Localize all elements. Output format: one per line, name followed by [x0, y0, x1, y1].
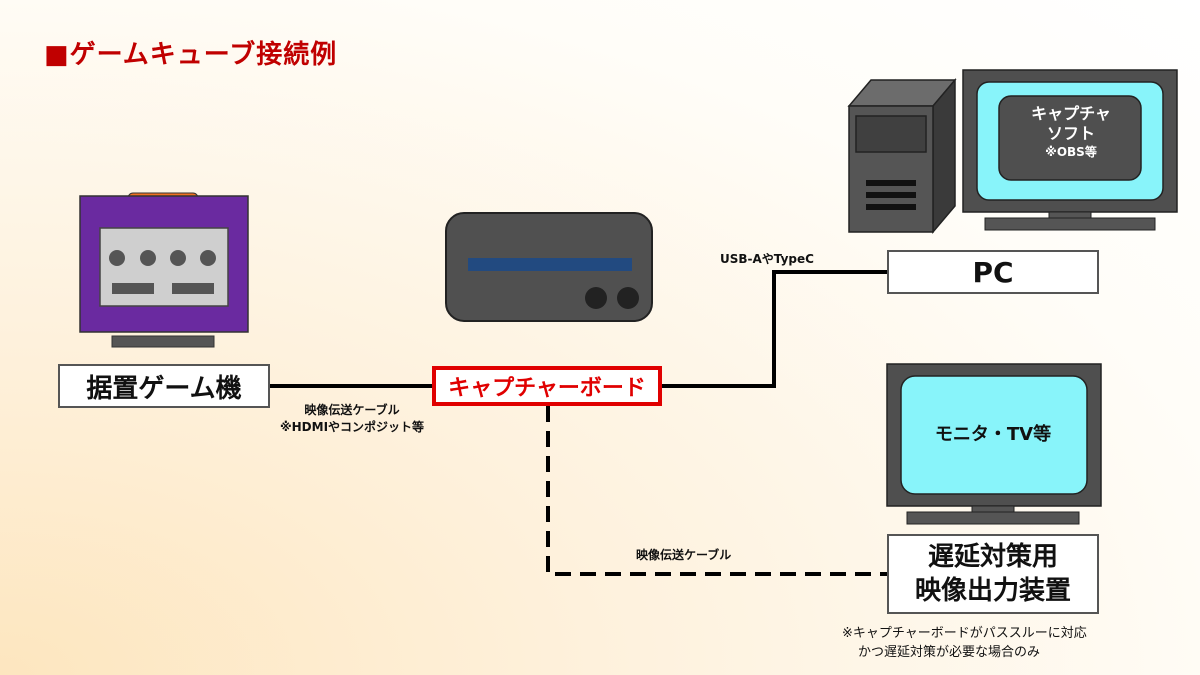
gamecube-console-icon [79, 192, 249, 348]
console-cable-label: 映像伝送ケーブル ※HDMIやコンポジット等 [272, 402, 432, 436]
pc-screen-text: キャプチャ ソフト ※OBS等 [1000, 104, 1142, 160]
footnote-line1: ※キャプチャーボードがパススルーに対応 [842, 626, 1087, 641]
pc-label: PC [972, 255, 1014, 289]
pc-screen-line3: ※OBS等 [1045, 145, 1097, 159]
output-device-label-box: 遅延対策用 映像出力装置 [887, 534, 1099, 614]
capture-board-label-box: キャプチャーボード [432, 366, 662, 406]
output-device-label-line1: 遅延対策用 [927, 542, 1058, 572]
footnote: ※キャプチャーボードがパススルーに対応 かつ遅延対策が必要な場合のみ [842, 624, 1087, 662]
pc-screen-line2: ソフト [1046, 124, 1095, 143]
output-device-label-line2: 映像出力装置 [914, 576, 1071, 606]
footnote-line2: かつ遅延対策が必要な場合のみ [858, 645, 1041, 660]
capture-board-label: キャプチャーボード [448, 376, 646, 401]
pc-monitor-icon [962, 69, 1178, 231]
console-cable-label-line1: 映像伝送ケーブル [304, 403, 400, 417]
capture-board-device-icon [445, 212, 653, 322]
tv-monitor-icon [886, 363, 1102, 525]
capture-to-output-cable [546, 406, 887, 576]
pc-cable-label: USB-AやTypeC [720, 252, 814, 266]
capture-to-pc-cable [662, 270, 887, 388]
pc-label-box: PC [887, 250, 1099, 294]
page-title: ■ゲームキューブ接続例 [44, 40, 338, 70]
console-label: 据置ゲーム機 [86, 373, 242, 404]
console-cable-label-line2: ※HDMIやコンポジット等 [279, 420, 425, 434]
pc-screen-line1: キャプチャ [1031, 104, 1111, 123]
pc-tower-icon [847, 77, 957, 235]
console-label-box: 据置ゲーム機 [58, 364, 270, 408]
tv-screen-text: モニタ・TV等 [934, 424, 1052, 445]
output-cable-label: 映像伝送ケーブル [636, 548, 732, 562]
